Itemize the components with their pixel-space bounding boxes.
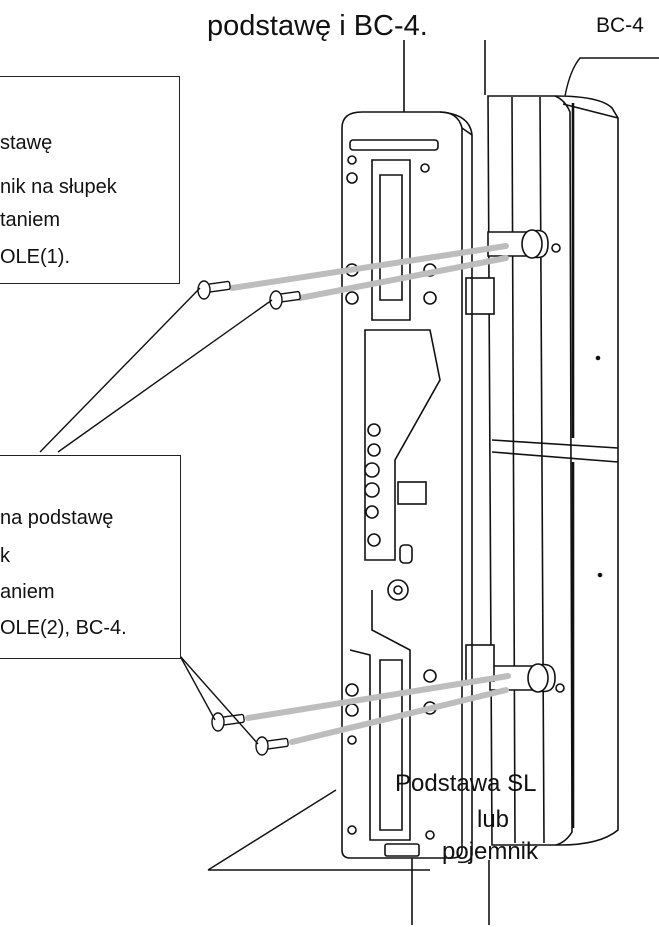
callout-1-line-1: stawę <box>0 132 53 154</box>
bc4-cover <box>487 95 619 846</box>
callout-1-line-3: taniem <box>0 209 61 231</box>
screw-bottom-2 <box>255 736 289 756</box>
screw-bottom-1 <box>211 712 245 732</box>
base-unit <box>341 111 473 864</box>
base-label-line-3: pojemnik <box>441 838 539 865</box>
screw-top-2 <box>269 290 301 310</box>
base-label-line-1: Podstawa SL <box>395 770 537 797</box>
diagram-title: podstawę i BC-4. <box>207 10 428 42</box>
assembly-arrows <box>229 243 511 745</box>
leader-lines <box>39 57 659 871</box>
callout-1-line-4: OLE(1). <box>0 246 71 268</box>
part-label-bc4: BC-4 <box>596 14 644 37</box>
callout-2-line-2: k <box>0 545 10 567</box>
callout-2-line-4: OLE(2), BC-4. <box>0 617 127 639</box>
upper-bracket <box>465 229 601 361</box>
base-label-line-2: lub <box>476 806 510 833</box>
callout-box-mount-step-2 <box>0 455 181 659</box>
callout-1-line-2: nik na słupek <box>0 176 117 198</box>
screw-top-1 <box>197 280 231 300</box>
callout-box-mount-step-1 <box>0 76 180 284</box>
callout-2-line-1: na podstawę <box>0 507 114 529</box>
callout-2-line-3: aniem <box>0 581 55 603</box>
lower-bracket <box>465 572 603 693</box>
screws <box>197 280 301 756</box>
